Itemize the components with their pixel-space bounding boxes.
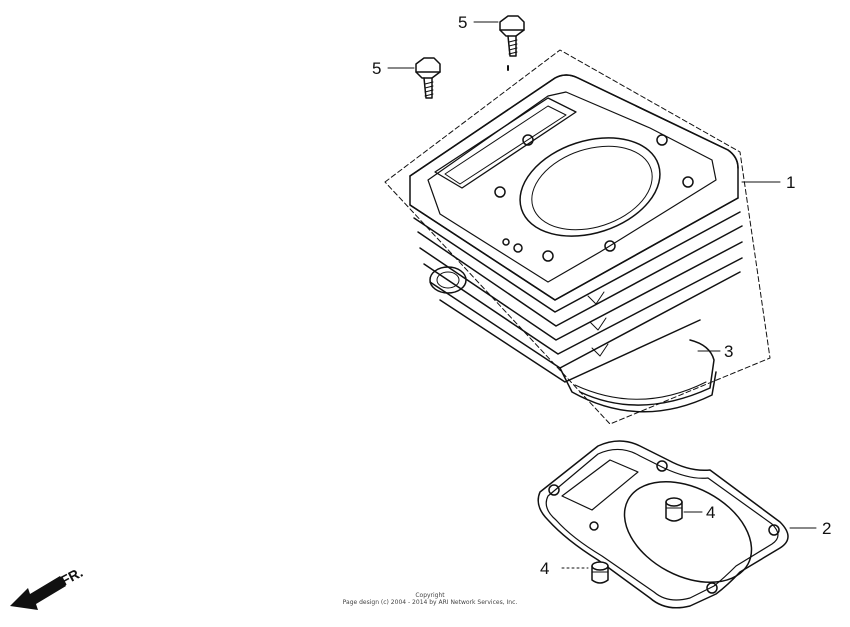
callout-2: 2 bbox=[822, 519, 831, 538]
callout-1: 1 bbox=[786, 173, 795, 192]
callout-3: 3 bbox=[724, 342, 733, 361]
callout-5-left: 5 bbox=[372, 59, 381, 78]
dowel-pin-lower[interactable] bbox=[591, 561, 609, 584]
copyright-notice: Copyright Page design (c) 2004 - 2014 by… bbox=[300, 592, 560, 606]
callout-5-right: 5 bbox=[458, 13, 467, 32]
bolt-left[interactable] bbox=[415, 57, 441, 99]
base-gasket-part[interactable] bbox=[537, 440, 789, 609]
front-direction-marker: FR. bbox=[10, 564, 85, 610]
o-ring-part[interactable] bbox=[579, 339, 715, 406]
bolt-right[interactable] bbox=[499, 15, 525, 57]
assembly-boundary bbox=[384, 49, 771, 425]
copyright-line-2: Page design (c) 2004 - 2014 by ARI Netwo… bbox=[342, 599, 518, 606]
cylinder-part[interactable] bbox=[409, 74, 743, 413]
copyright-line-1: Copyright bbox=[415, 592, 445, 599]
dowel-pin-upper[interactable] bbox=[665, 497, 683, 522]
callout-4-upper: 4 bbox=[706, 503, 715, 522]
callout-4-lower: 4 bbox=[540, 559, 549, 578]
cylinder-bore bbox=[519, 137, 661, 237]
arrow-icon bbox=[10, 576, 66, 610]
